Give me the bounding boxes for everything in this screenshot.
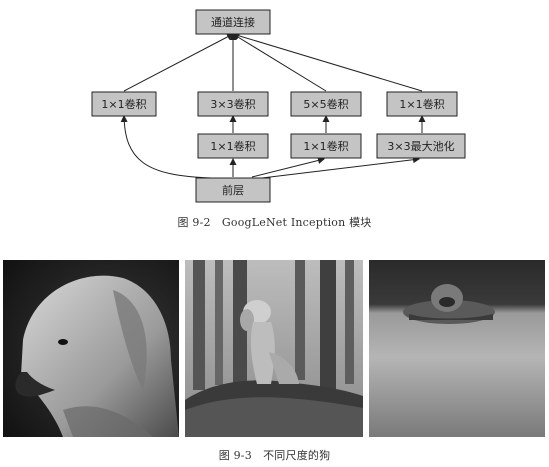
node-conv1b bbox=[386, 91, 458, 117]
node-reduce3 bbox=[197, 133, 269, 159]
figure-9-2-caption: 图 9-2 GoogLeNet Inception 模块 bbox=[177, 216, 372, 229]
node-reduce3-label: 1×1卷积 bbox=[210, 139, 255, 153]
dog-floor-image bbox=[369, 260, 545, 437]
node-conv5-label: 5×5卷积 bbox=[303, 97, 348, 111]
diagram-arrows bbox=[120, 32, 426, 179]
arrow-conv5-to-concat bbox=[232, 33, 327, 92]
node-pool bbox=[376, 133, 466, 159]
node-concat-label: 通道连接 bbox=[211, 15, 255, 29]
node-prev bbox=[195, 177, 271, 203]
arrow-prev-to-pool bbox=[261, 156, 420, 179]
dog-forest-image bbox=[185, 260, 363, 437]
arrow-prev-to-conv1 bbox=[120, 115, 213, 179]
arrow-prev-to-reduce5 bbox=[251, 157, 325, 178]
node-pool-label: 3×3最大池化 bbox=[387, 139, 454, 153]
dog-closeup-image bbox=[3, 260, 179, 437]
node-conv1b-label: 1×1卷积 bbox=[399, 97, 444, 111]
arrow-conv1b-to-concat bbox=[232, 32, 423, 92]
dog-forest-photo bbox=[185, 260, 363, 437]
node-conv5 bbox=[290, 91, 362, 117]
node-conv3 bbox=[197, 91, 269, 117]
inception-diagram: 通道连接 1×1卷积 3×3卷积 5×5卷积 1×1卷积 1×1卷积 1×1卷积… bbox=[91, 9, 466, 203]
node-reduce5-label: 1×1卷积 bbox=[303, 139, 348, 153]
arrow-conv1-to-concat bbox=[123, 33, 234, 92]
node-conv1-label: 1×1卷积 bbox=[101, 97, 146, 111]
node-prev-label: 前层 bbox=[222, 183, 244, 197]
node-reduce5 bbox=[290, 133, 362, 159]
node-conv1 bbox=[91, 91, 157, 117]
node-conv3-label: 3×3卷积 bbox=[210, 97, 255, 111]
figure-9-3-caption: 图 9-3 不同尺度的狗 bbox=[218, 449, 331, 462]
dog-closeup-photo bbox=[3, 260, 179, 437]
dog-floor-photo bbox=[369, 260, 545, 437]
node-concat bbox=[195, 9, 271, 35]
